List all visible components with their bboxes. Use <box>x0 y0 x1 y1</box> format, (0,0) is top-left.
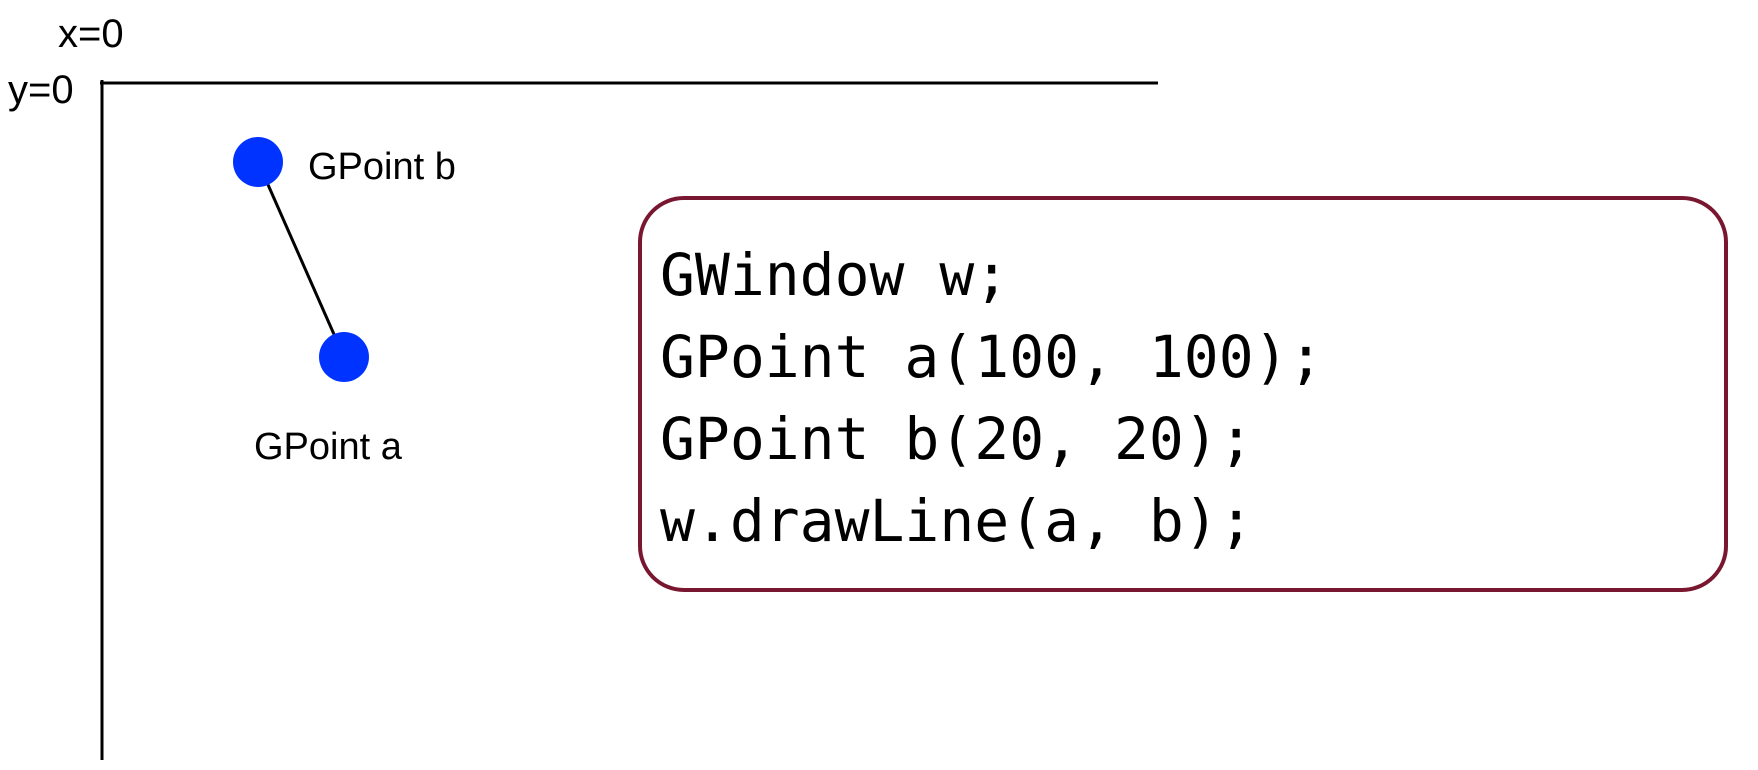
code-line: GPoint a(100, 100); <box>660 323 1324 391</box>
point-a-label: GPoint a <box>254 426 402 468</box>
code-line: GWindow w; <box>660 241 1010 309</box>
point-a <box>319 332 369 382</box>
code-line: w.drawLine(a, b); <box>660 487 1254 555</box>
code-line: GPoint b(20, 20); <box>660 405 1254 473</box>
y-origin-label: y=0 <box>8 68 74 112</box>
point-b-label: GPoint b <box>308 146 456 188</box>
x-origin-label: x=0 <box>58 12 124 56</box>
connecting-line <box>256 161 346 358</box>
code-box: GWindow w; GPoint a(100, 100); GPoint b(… <box>638 196 1728 592</box>
point-b <box>233 137 283 187</box>
